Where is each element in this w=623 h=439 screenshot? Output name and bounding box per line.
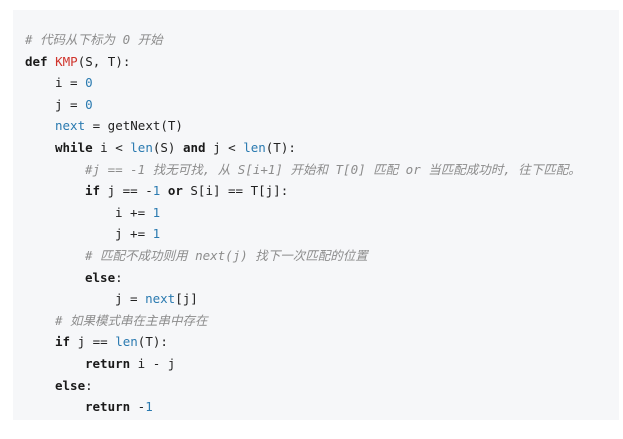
code-token: (S) <box>152 139 183 155</box>
code-line: else: <box>25 267 619 289</box>
code-line: next = getNext(T) <box>25 115 619 137</box>
code-token: S[i] == T[j]: <box>182 183 289 199</box>
code-line: # 代码从下标为 0 开始 <box>25 29 619 51</box>
code-token: i - j <box>130 355 176 371</box>
code-token: j < <box>205 139 244 155</box>
code-token: or <box>167 183 183 199</box>
code-token: else <box>85 269 116 285</box>
code-line: else: <box>25 375 619 397</box>
code-token: i += <box>115 204 153 220</box>
code-token: # 代码从下标为 0 开始 <box>25 32 163 47</box>
code-token: return <box>85 399 131 415</box>
code-line: def KMP(S, T): <box>25 51 619 73</box>
code-token: 1 <box>152 183 161 199</box>
code-token: len <box>115 334 138 350</box>
code-line: return -1 <box>25 396 619 418</box>
code-line: if j == len(T): <box>25 331 619 353</box>
code-token: len <box>243 139 266 155</box>
code-token: i = <box>55 75 86 91</box>
code-token: (T): <box>265 139 296 155</box>
code-token: def <box>25 53 48 69</box>
code-token <box>160 183 168 198</box>
code-line: # 如果模式串在主串中存在 <box>25 310 619 332</box>
code-token: next <box>145 291 176 307</box>
code-token: [j] <box>175 291 198 307</box>
code-token: 1 <box>152 204 161 220</box>
code-line: #j == -1 找无可找, 从 S[i+1] 开始和 T[0] 匹配 or 当… <box>25 159 619 181</box>
code-token: KMP <box>55 53 78 69</box>
code-line: while i < len(S) and j < len(T): <box>25 137 619 159</box>
code-token: 1 <box>152 226 161 242</box>
code-token: return <box>85 355 131 371</box>
code-token: i < <box>92 139 131 155</box>
code-line: if j == -1 or S[i] == T[j]: <box>25 180 619 202</box>
code-token: # 匹配不成功则用 next(j) 找下一次匹配的位置 <box>85 247 368 263</box>
code-token: : <box>85 377 93 393</box>
code-token: next <box>55 118 86 134</box>
code-line: j = 0 <box>25 94 619 116</box>
code-line: return i - j <box>25 353 619 375</box>
code-token <box>48 54 56 69</box>
code-line: i += 1 <box>25 202 619 224</box>
code-token: # 如果模式串在主串中存在 <box>55 312 208 328</box>
code-token: 1 <box>145 399 153 415</box>
code-token: else <box>55 377 86 393</box>
code-token: = getNext(T) <box>85 118 183 134</box>
code-token: (S, T): <box>77 53 131 69</box>
code-token: - <box>130 399 146 415</box>
code-token: 0 <box>85 75 93 91</box>
code-line: j = next[j] <box>25 288 619 310</box>
code-token: (T): <box>137 334 168 350</box>
code-token: j = <box>55 96 86 112</box>
code-line: j += 1 <box>25 223 619 245</box>
code-line: # 匹配不成功则用 next(j) 找下一次匹配的位置 <box>25 245 619 267</box>
code-token: j == - <box>100 183 153 199</box>
code-token: if <box>85 183 101 199</box>
code-token: #j == -1 找无可找, 从 S[i+1] 开始和 T[0] 匹配 or 当… <box>85 161 581 177</box>
code-token: if <box>55 334 71 350</box>
code-token: : <box>115 269 123 285</box>
code-token: j = <box>115 291 146 307</box>
code-token: and <box>182 139 206 155</box>
code-token: while <box>55 139 93 155</box>
code-token: j += <box>115 226 153 242</box>
code-token: j == <box>70 334 116 350</box>
code-token: 0 <box>85 96 93 112</box>
code-token: len <box>130 139 153 155</box>
code-line: i = 0 <box>25 72 619 94</box>
